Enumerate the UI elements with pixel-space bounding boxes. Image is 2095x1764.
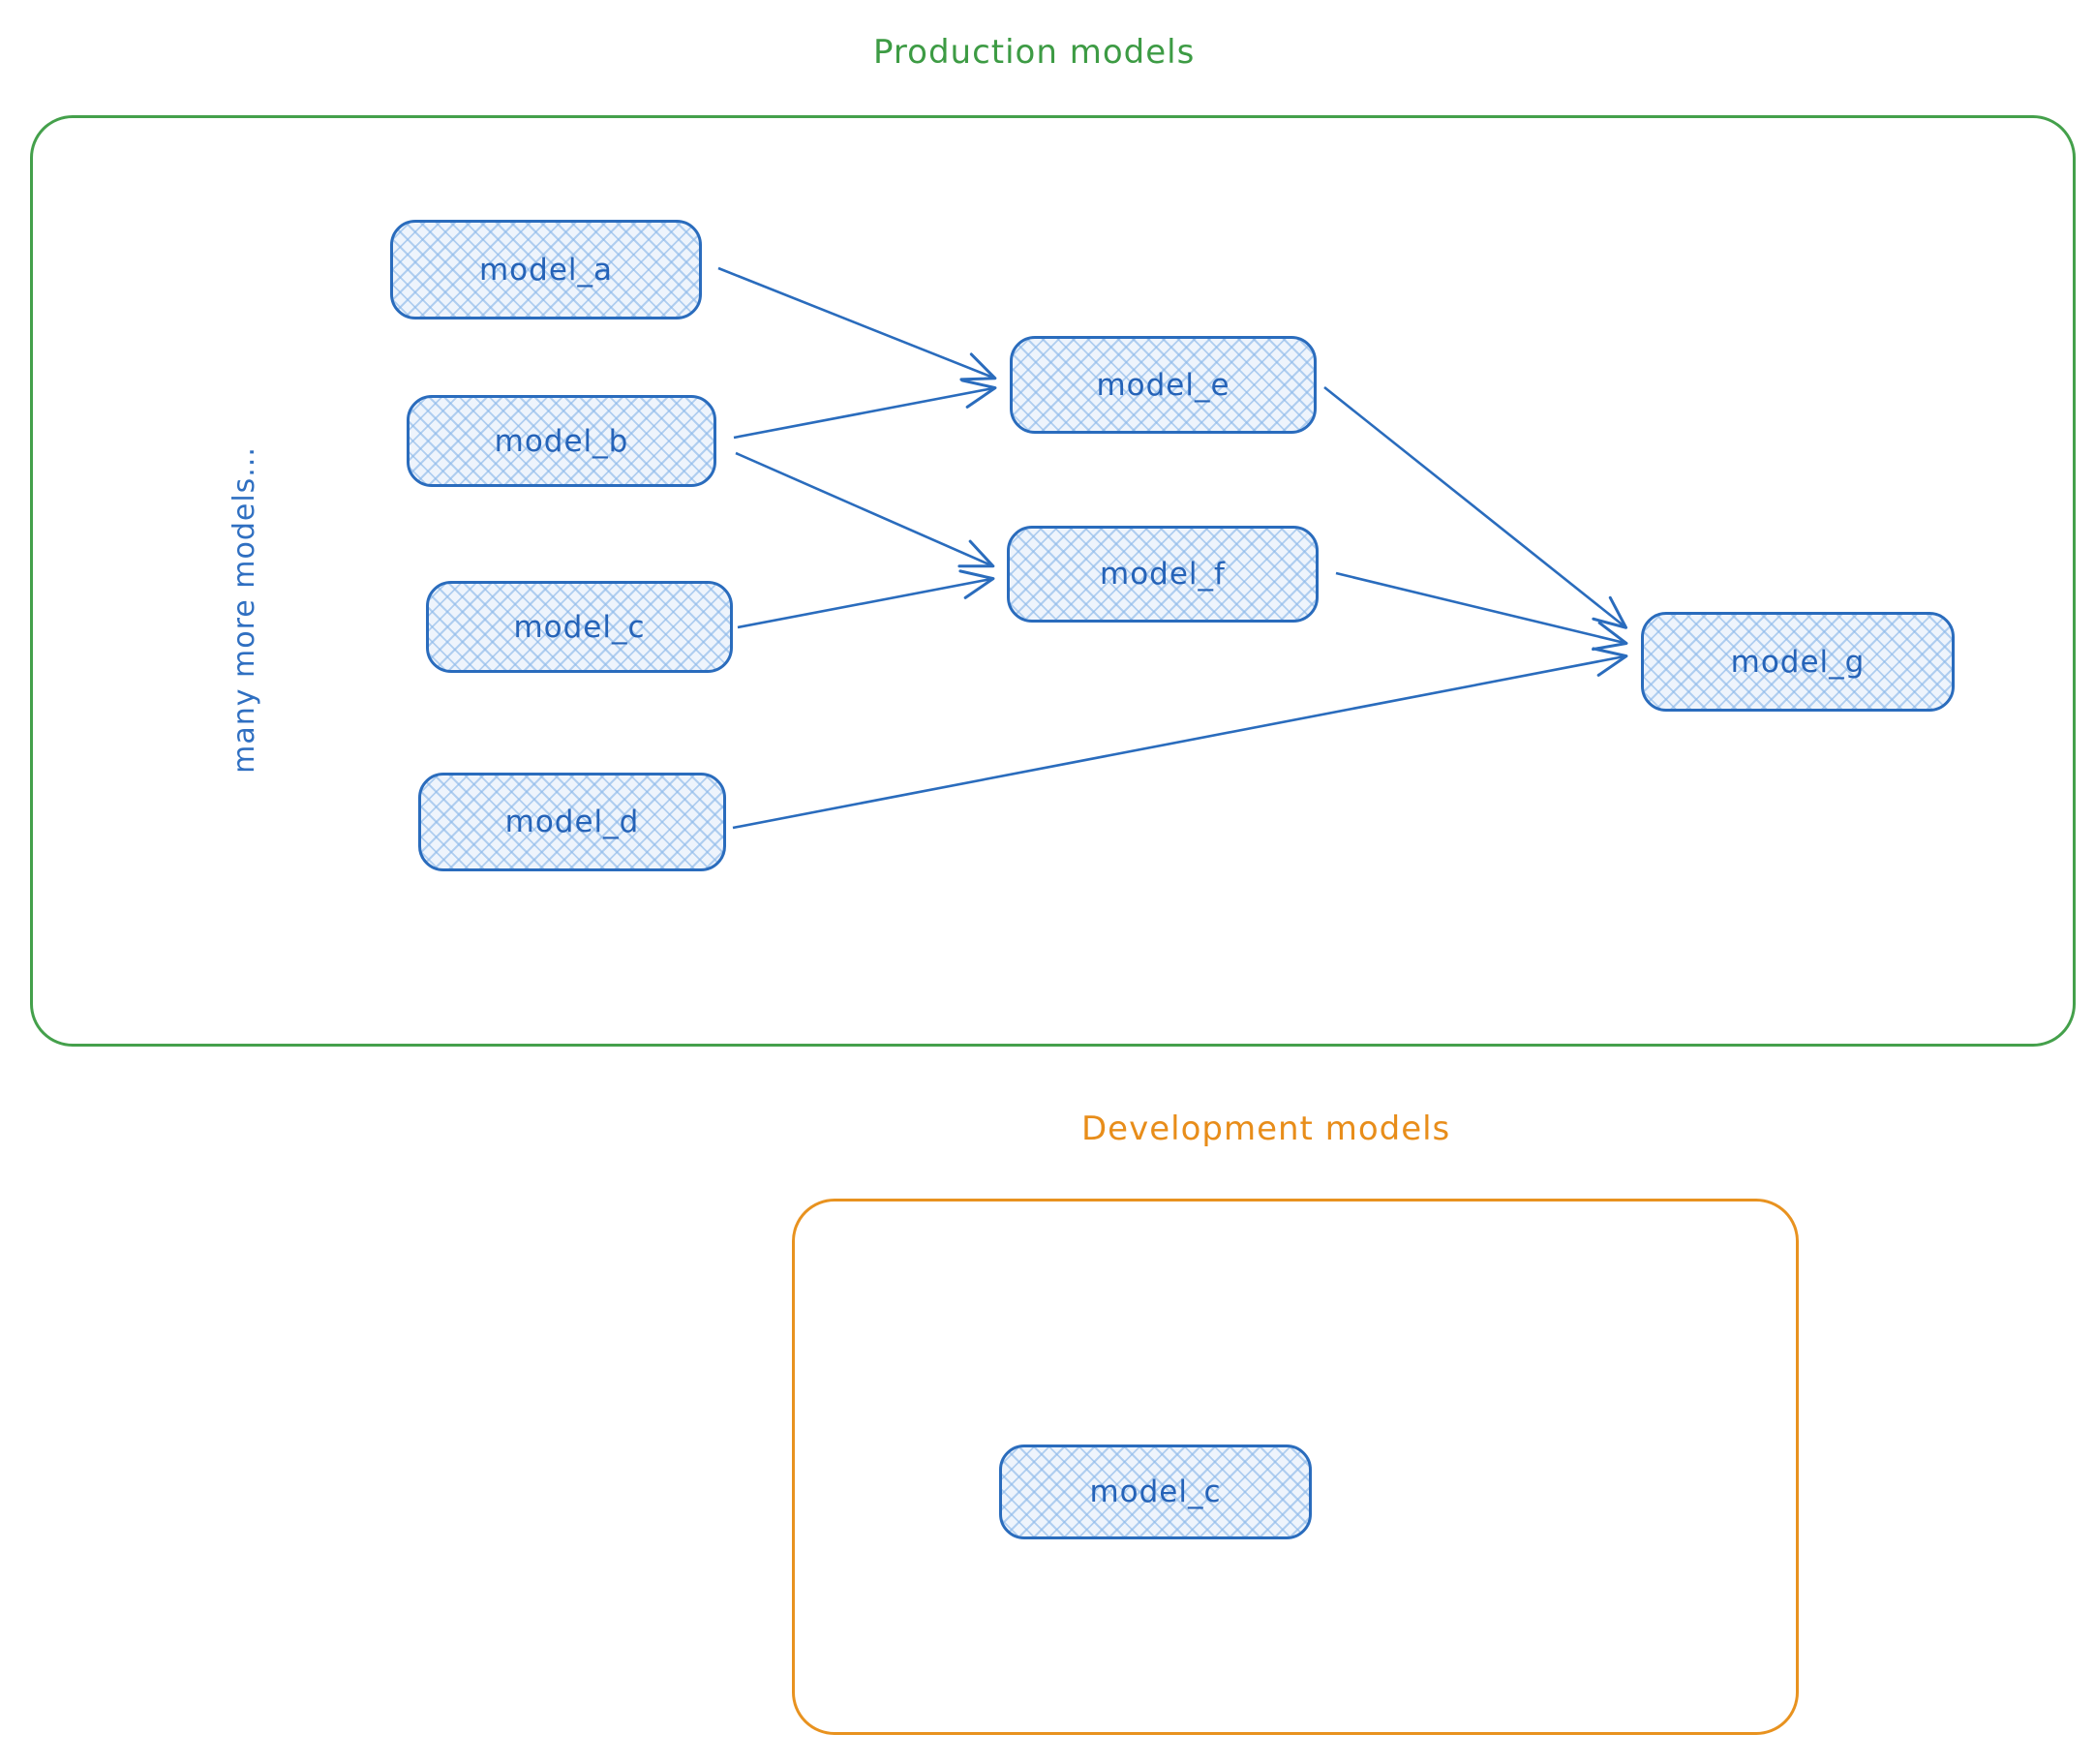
node-model-e: model_e — [1010, 336, 1317, 434]
node-model-f: model_f — [1007, 526, 1319, 623]
node-model-g: model_g — [1641, 612, 1955, 712]
node-model-b: model_b — [407, 395, 716, 487]
node-dev-model-c: model_c — [999, 1445, 1312, 1539]
node-model-e-label: model_e — [1096, 367, 1230, 403]
many-more-models-label: many more models... — [228, 446, 261, 774]
node-model-c-label: model_c — [513, 609, 646, 645]
development-group-box — [792, 1199, 1799, 1735]
node-model-f-label: model_f — [1100, 557, 1226, 592]
node-model-a: model_a — [390, 220, 702, 319]
production-group-title: Production models — [873, 33, 1196, 72]
node-model-b-label: model_b — [494, 423, 629, 459]
node-model-a-label: model_a — [478, 252, 614, 288]
node-model-d: model_d — [418, 773, 726, 871]
production-group-box — [30, 115, 2076, 1047]
node-model-d-label: model_d — [504, 805, 640, 839]
node-model-c: model_c — [426, 581, 733, 673]
node-dev-model-c-label: model_c — [1089, 1475, 1222, 1509]
development-group-title: Development models — [1081, 1110, 1451, 1148]
node-model-g-label: model_g — [1730, 644, 1866, 680]
